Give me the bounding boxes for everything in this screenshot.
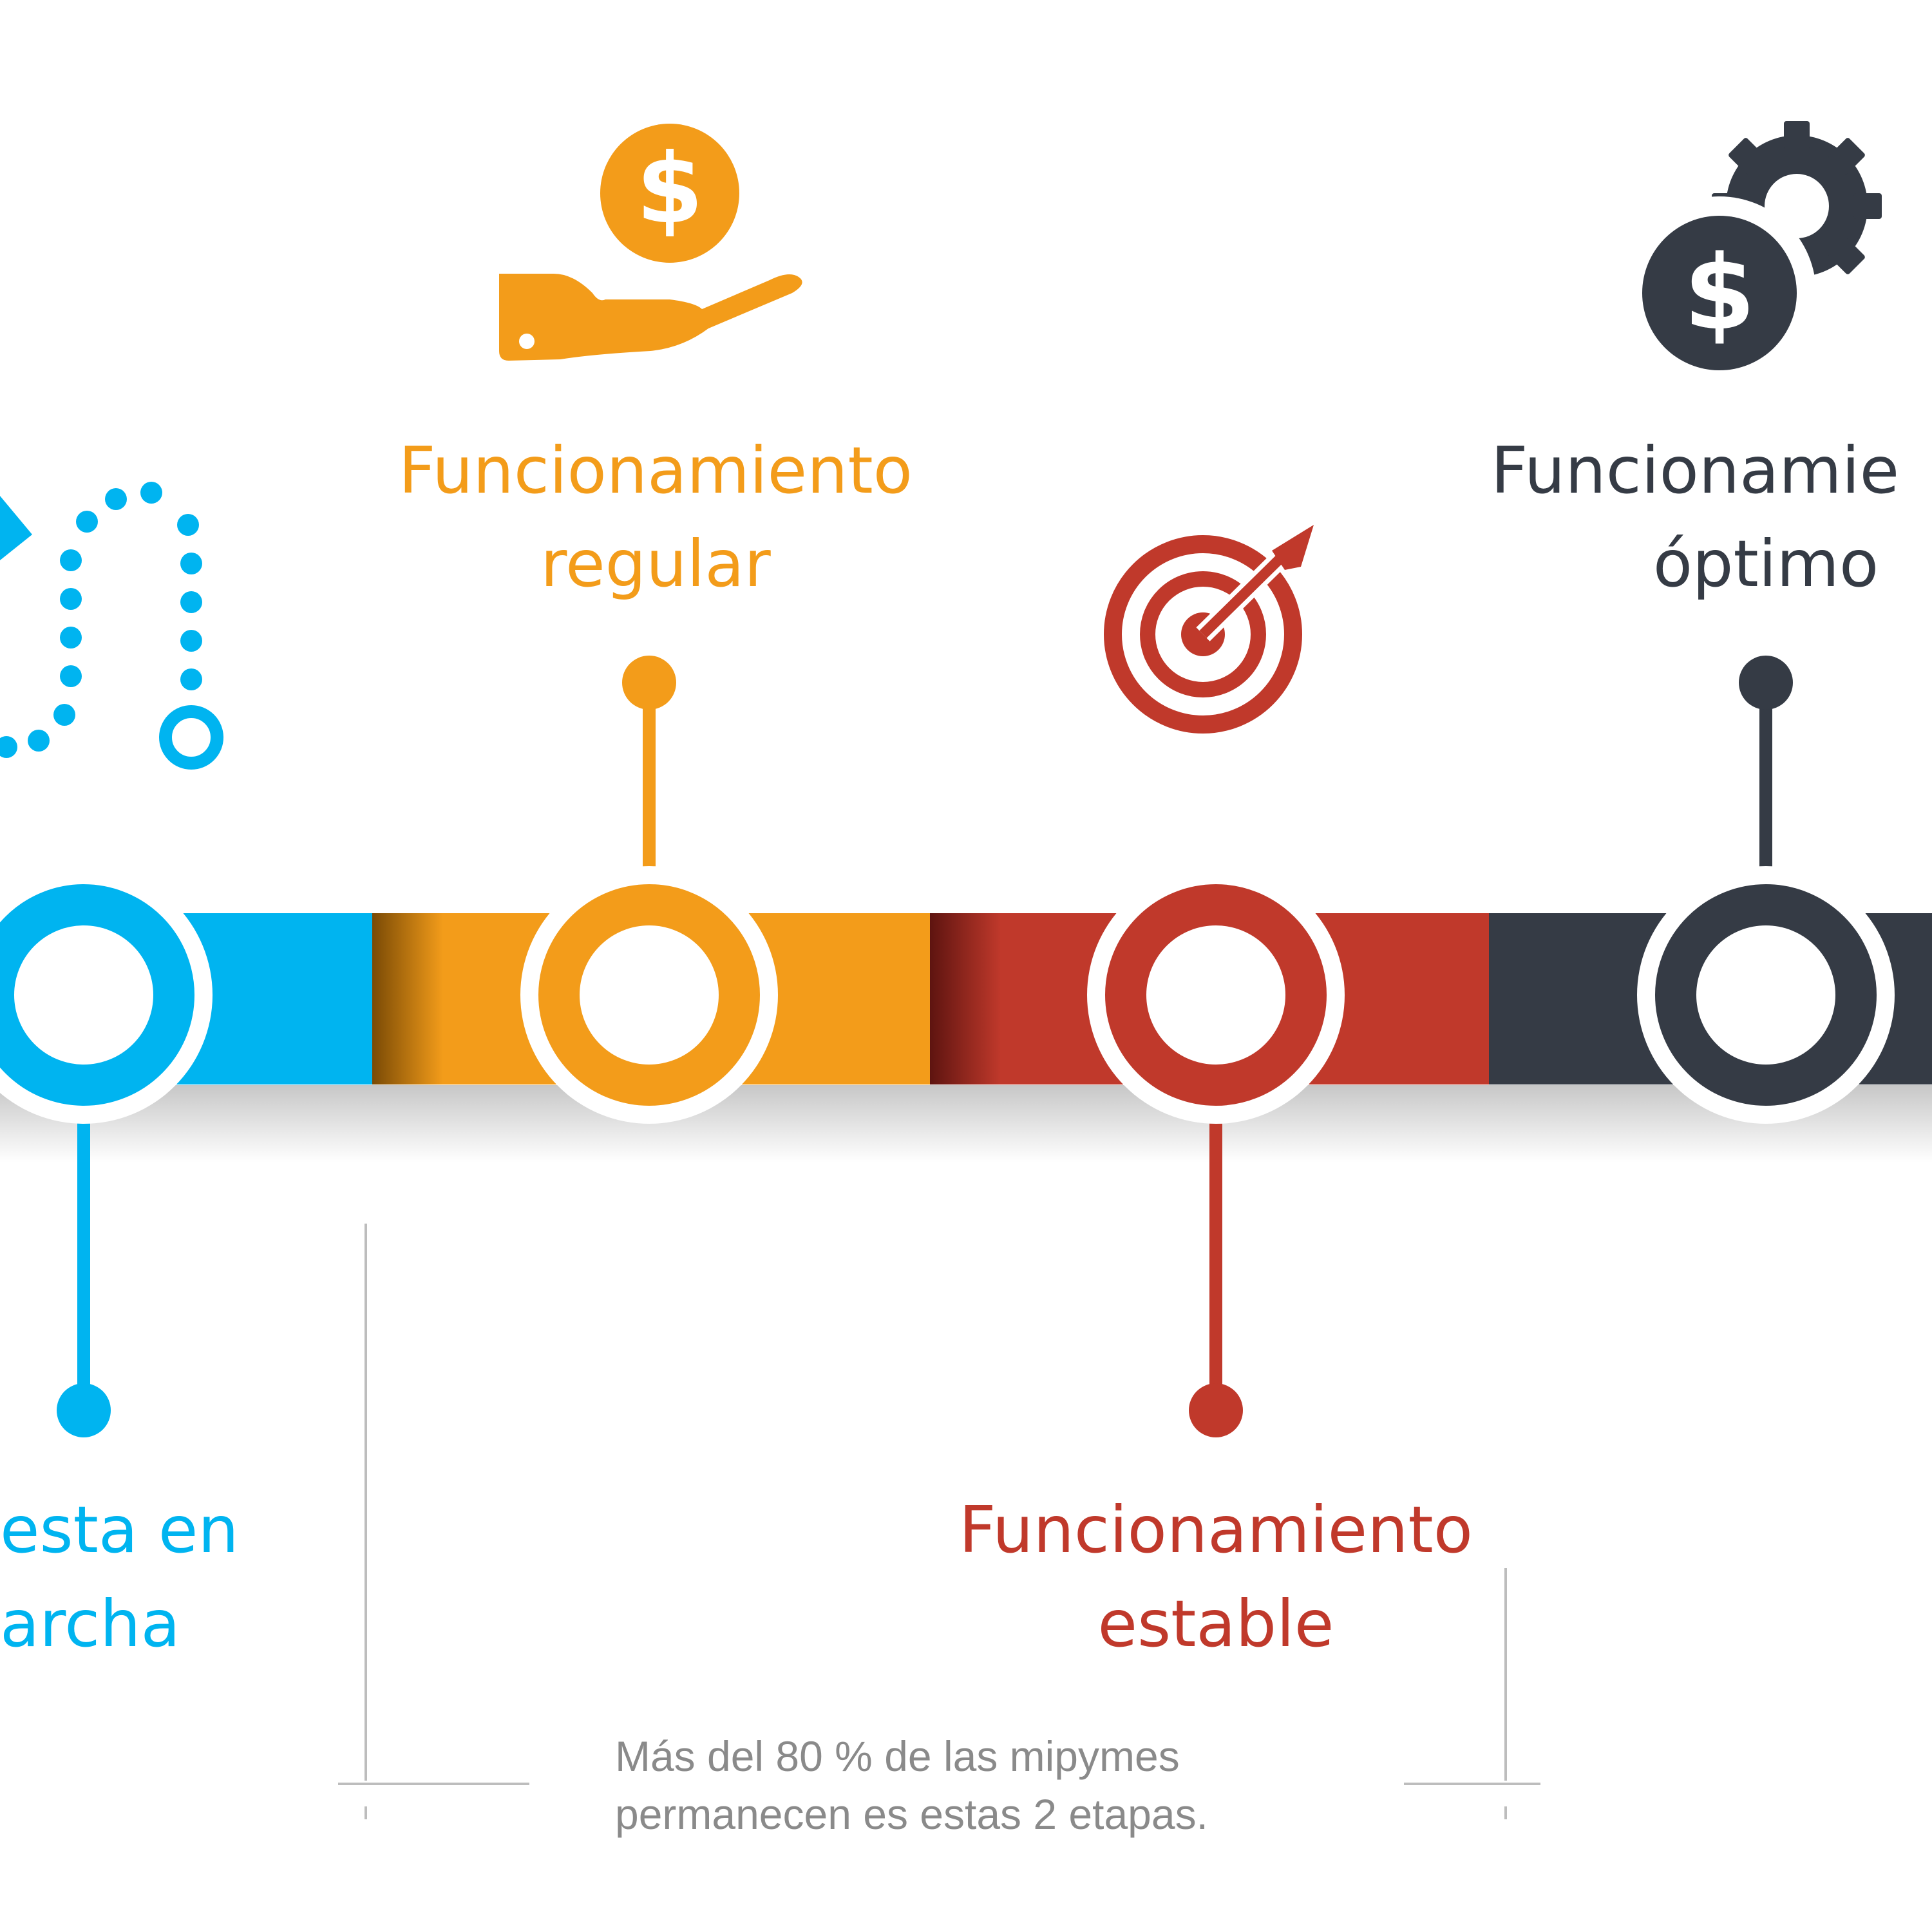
stage-title-estable: Funcionamiento estable	[959, 1492, 1473, 1662]
title-line-2: estable	[1098, 1586, 1334, 1662]
connector-optimo	[1739, 656, 1793, 902]
bracket	[338, 1224, 1540, 1819]
note-line-1: Más del 80 % de las mipymes	[615, 1732, 1180, 1780]
svg-text:$: $	[1683, 232, 1755, 353]
title-line-2: regular	[540, 526, 771, 601]
title-line-2: óptimo	[1653, 526, 1879, 601]
coin-gear-icon: $	[1623, 121, 1882, 390]
stage-title-puesta: esta en archa	[0, 1492, 239, 1662]
connector-dot	[1189, 1383, 1243, 1437]
segment-regular-fade	[372, 913, 443, 1084]
bracket-note: Más del 80 % de las mipymes permanecen e…	[615, 1732, 1208, 1838]
title-line-2: archa	[0, 1586, 180, 1662]
connector-dot	[622, 656, 676, 710]
hand-holding-coin-icon: $	[499, 124, 802, 361]
node-optimo	[1637, 866, 1895, 1124]
connector-dot	[1739, 656, 1793, 710]
connector-dot	[57, 1383, 111, 1437]
stage-title-regular: Funcionamiento regular	[399, 433, 913, 601]
segment-estable-fade	[930, 913, 1001, 1084]
node-regular	[520, 866, 778, 1124]
svg-text:$: $	[636, 133, 703, 245]
target-arrow-icon	[1104, 525, 1314, 734]
route-map-icon	[0, 482, 223, 770]
note-line-2: permanecen es estas 2 etapas.	[615, 1790, 1208, 1838]
node-puesta	[0, 866, 213, 1124]
node-estable	[1087, 866, 1345, 1124]
stage-title-optimo: Funcionamie óptimo	[1491, 433, 1899, 601]
title-line-1: Funcionamiento	[399, 433, 913, 508]
title-line-1: Funcionamiento	[959, 1492, 1473, 1567]
title-line-1: Funcionamie	[1491, 433, 1899, 508]
title-line-1: esta en	[0, 1492, 239, 1567]
connector-puesta	[57, 1095, 111, 1437]
connector-regular	[622, 656, 676, 902]
connector-estable	[1189, 1095, 1243, 1437]
timeline-shadow	[0, 1085, 1932, 1162]
